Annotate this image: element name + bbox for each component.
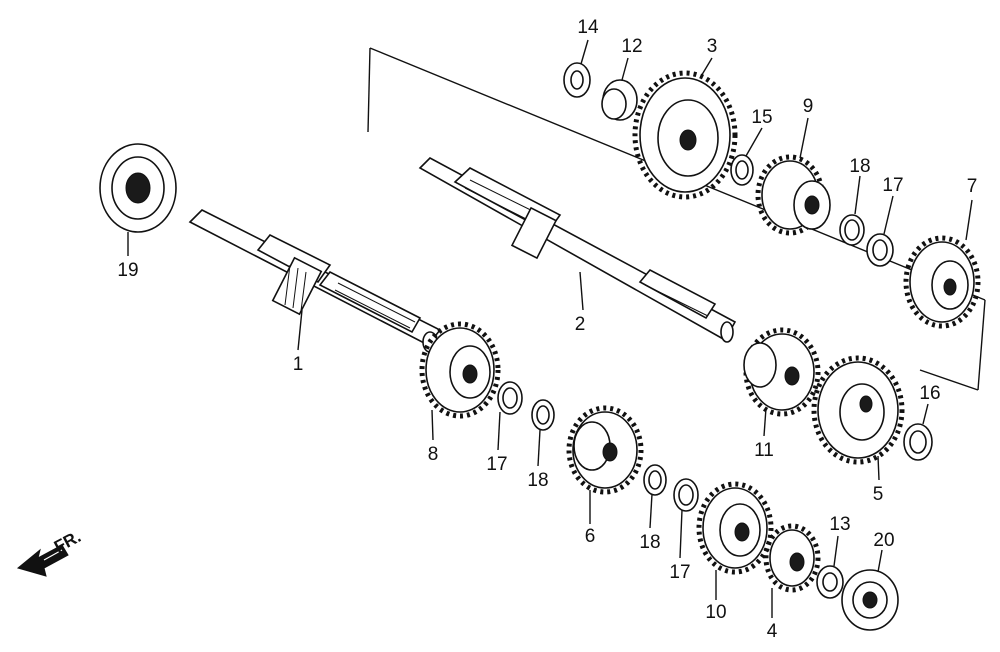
callout-17-left: 17 — [486, 454, 507, 475]
callout-2: 2 — [575, 314, 586, 335]
bushing-12 — [601, 79, 638, 121]
callout-17-lower: 17 — [669, 562, 690, 583]
callout-13: 13 — [829, 514, 850, 535]
mainshaft-1 — [188, 209, 442, 353]
callout-14: 14 — [577, 17, 599, 38]
gear-8 — [419, 321, 501, 419]
gear-6 — [566, 405, 644, 495]
washer-14 — [563, 62, 591, 98]
callout-16: 16 — [919, 383, 940, 404]
gear-11 — [743, 327, 821, 417]
callout-9: 9 — [803, 96, 814, 117]
clip-18-lower — [643, 464, 667, 496]
gear-3 — [632, 70, 738, 200]
group-frame-bottom — [919, 369, 979, 391]
washer-16 — [903, 423, 933, 461]
callout-12: 12 — [621, 36, 642, 57]
group-frame-right — [977, 299, 986, 391]
callout-1: 1 — [293, 354, 304, 375]
bearing-20 — [841, 569, 899, 631]
gear-9 — [755, 154, 831, 236]
gear-7 — [903, 235, 981, 329]
callout-11: 11 — [754, 440, 774, 461]
callout-18-lower: 18 — [639, 532, 660, 553]
front-direction-arrow-icon — [16, 544, 69, 577]
washer-17-upper — [866, 233, 894, 267]
callout-17-upper: 17 — [882, 175, 903, 196]
washer-17-lower — [673, 478, 699, 512]
countershaft-2 — [418, 157, 737, 343]
callout-5: 5 — [873, 484, 884, 505]
group-frame-left — [367, 47, 371, 133]
clip-18-left — [531, 399, 555, 431]
bearing-19 — [99, 143, 177, 233]
callout-7: 7 — [967, 176, 978, 197]
callout-6: 6 — [585, 526, 596, 547]
callout-15: 15 — [751, 107, 772, 128]
gear-4 — [763, 523, 821, 593]
callout-18-upper: 18 — [849, 156, 870, 177]
callout-20: 20 — [873, 530, 894, 551]
washer-13 — [816, 565, 844, 599]
callout-19: 19 — [117, 260, 138, 281]
leader-lines — [127, 39, 973, 618]
washer-15 — [730, 154, 754, 186]
gear-5 — [811, 355, 905, 465]
callout-4: 4 — [767, 621, 778, 642]
clip-18-upper — [839, 214, 865, 246]
washer-17-left — [497, 381, 523, 415]
callout-8: 8 — [428, 444, 439, 465]
callout-3: 3 — [707, 36, 718, 57]
gear-10 — [696, 481, 774, 575]
callout-10: 10 — [705, 602, 726, 623]
callout-18-left: 18 — [527, 470, 548, 491]
